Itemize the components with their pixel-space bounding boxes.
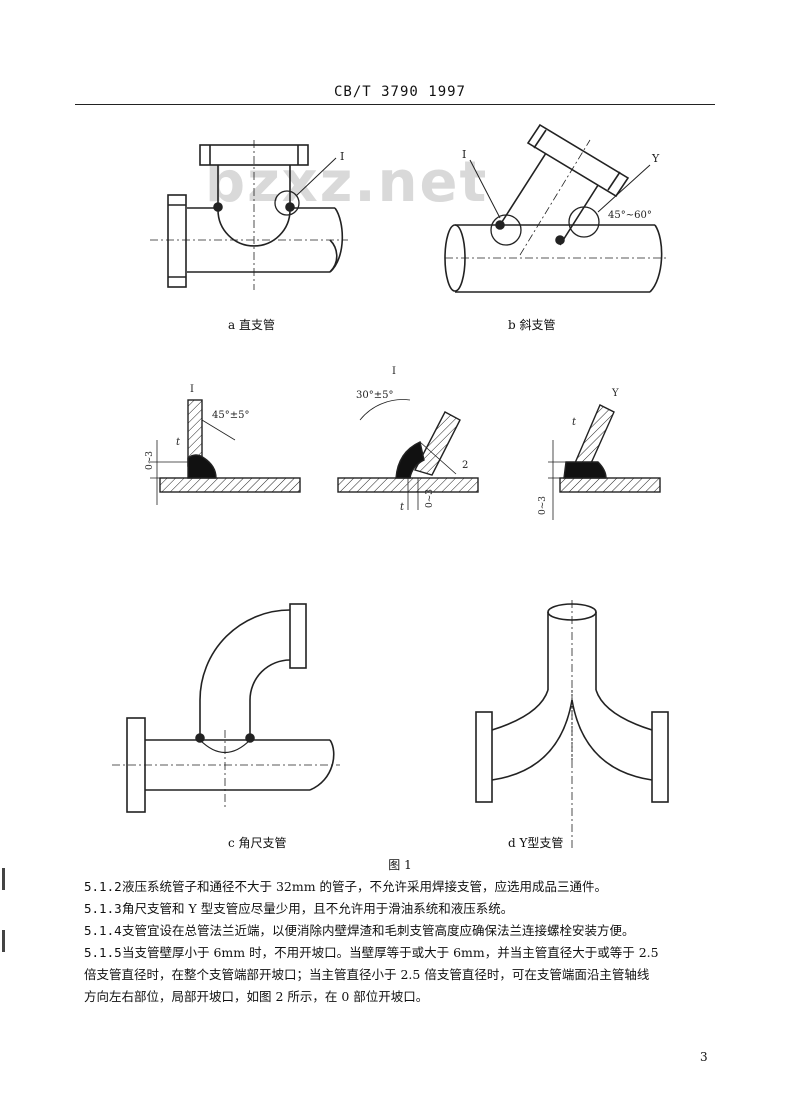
label-I-a: I <box>340 150 344 163</box>
detail-II-heading: I <box>392 366 396 377</box>
angle-45-60: 45°~60° <box>608 210 652 221</box>
clause-5-1-5-cont-2: 方向左右部位，局部开坡口，如图 2 所示，在 0 部位开坡口。 <box>84 989 429 1004</box>
detail-I-label: I <box>190 384 194 395</box>
drawing-a-straight-branch <box>150 140 348 290</box>
detail-I-straight <box>150 399 301 505</box>
scan-edge-mark <box>2 868 5 890</box>
clause-5-1-3: 5.1.3角尺支管和 Y 型支管应尽量少用，且不允许用于滑油系统和液压系统。 <box>84 901 514 916</box>
clause-list: 5.1.2液压系统管子和通径不大于 32mm 的管子，不允许采用焊接支管，应选用… <box>84 876 714 1008</box>
label-I-b: I <box>462 148 466 161</box>
figure-title: 图 1 <box>388 858 412 872</box>
detail-angle-30: 30°±5° <box>356 390 393 401</box>
caption-c: c 角尺支管 <box>228 836 287 850</box>
dim-03-left: 0~3 <box>145 451 155 470</box>
page-number: 3 <box>700 1050 708 1064</box>
drawing-d-y-branch <box>475 600 669 850</box>
dim-t-left: t <box>176 437 181 448</box>
dim-t-mid: t <box>400 502 405 513</box>
dim-t-right: t <box>572 417 577 428</box>
clause-5-1-5-cont-1: 倍支管直径时，在整个支管端部开坡口；当主管直径小于 2.5 倍支管直径时，可在支… <box>84 967 650 982</box>
scan-edge-mark <box>2 930 5 952</box>
header-rule <box>75 104 715 105</box>
detail-II-oblique <box>337 399 479 510</box>
caption-b: b 斜支管 <box>508 318 556 332</box>
dim-03-right: 0~3 <box>538 496 548 515</box>
figure-1-drawings: I I Y 45°~60° I 45°± <box>112 123 669 850</box>
caption-a: a 直支管 <box>228 318 275 332</box>
label-Y-b: Y <box>651 152 660 165</box>
page-header: CB/T 3790 1997 <box>333 84 466 100</box>
detail-angle-45: 45°±5° <box>212 410 249 421</box>
drawing-c-elbow-branch <box>112 603 340 813</box>
caption-d: d Y型支管 <box>508 836 564 850</box>
detail-Y-weld <box>548 404 661 520</box>
clause-5-1-2: 5.1.2液压系统管子和通径不大于 32mm 的管子，不允许采用焊接支管，应选用… <box>84 879 608 894</box>
clause-5-1-4: 5.1.4支管宜设在总管法兰近端，以便消除内壁焊渣和毛刺支管高度应确保法兰连接螺… <box>84 923 635 938</box>
dim-03-mid: 0~3 <box>425 489 435 508</box>
drawing-b-oblique-branch <box>444 123 668 293</box>
detail-Y-label: Y <box>611 388 619 399</box>
detail-num-2: 2 <box>462 460 468 471</box>
clause-5-1-5: 5.1.5当支管壁厚小于 6mm 时，不用开坡口。当壁厚等于或大于 6mm，并当… <box>84 945 659 960</box>
